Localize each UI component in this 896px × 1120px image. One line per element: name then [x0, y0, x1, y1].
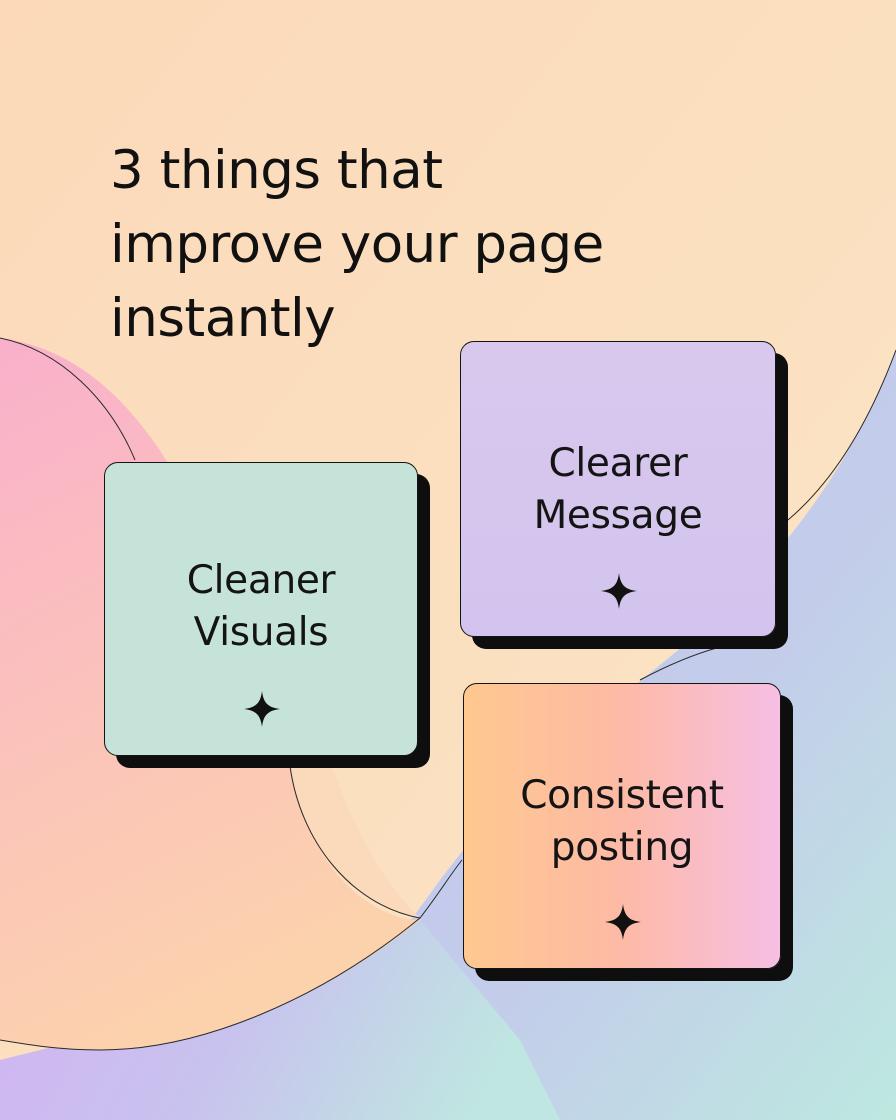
outline-blue-blob-top: [787, 349, 896, 521]
sparkle-icon: [605, 904, 641, 940]
card-consistent-posting: Consistent posting: [463, 683, 781, 969]
sparkle-icon: [244, 691, 280, 727]
card-label-line-2: posting: [550, 825, 694, 870]
outline-blue-blob-lower: [419, 859, 463, 919]
card-label-line-1: Consistent: [520, 773, 724, 818]
outline-lower-blob: [0, 765, 422, 1051]
blob-lavender-bottom: [0, 920, 560, 1120]
title-line-3: instantly: [110, 288, 336, 349]
outline-blue-blob-middle: [639, 635, 787, 681]
card-label: Cleaner Visuals: [105, 555, 417, 659]
card-cleaner-visuals: Cleaner Visuals: [104, 462, 418, 756]
card-label: Clearer Message: [461, 438, 775, 542]
page-title: 3 things that improve your page instantl…: [110, 134, 810, 356]
title-line-2: improve your page: [110, 214, 604, 275]
card-label-line-2: Visuals: [193, 610, 329, 655]
card-label-line-2: Message: [533, 493, 703, 538]
blob-peach-middle: [290, 760, 420, 918]
title-line-1: 3 things that: [110, 140, 443, 201]
card-label-line-1: Cleaner: [186, 558, 336, 603]
outline-pink-blob: [0, 337, 136, 461]
card-label-line-1: Clearer: [548, 441, 688, 486]
card-label: Consistent posting: [464, 770, 780, 874]
sparkle-icon: [601, 573, 637, 609]
card-clearer-message: Clearer Message: [460, 341, 776, 637]
